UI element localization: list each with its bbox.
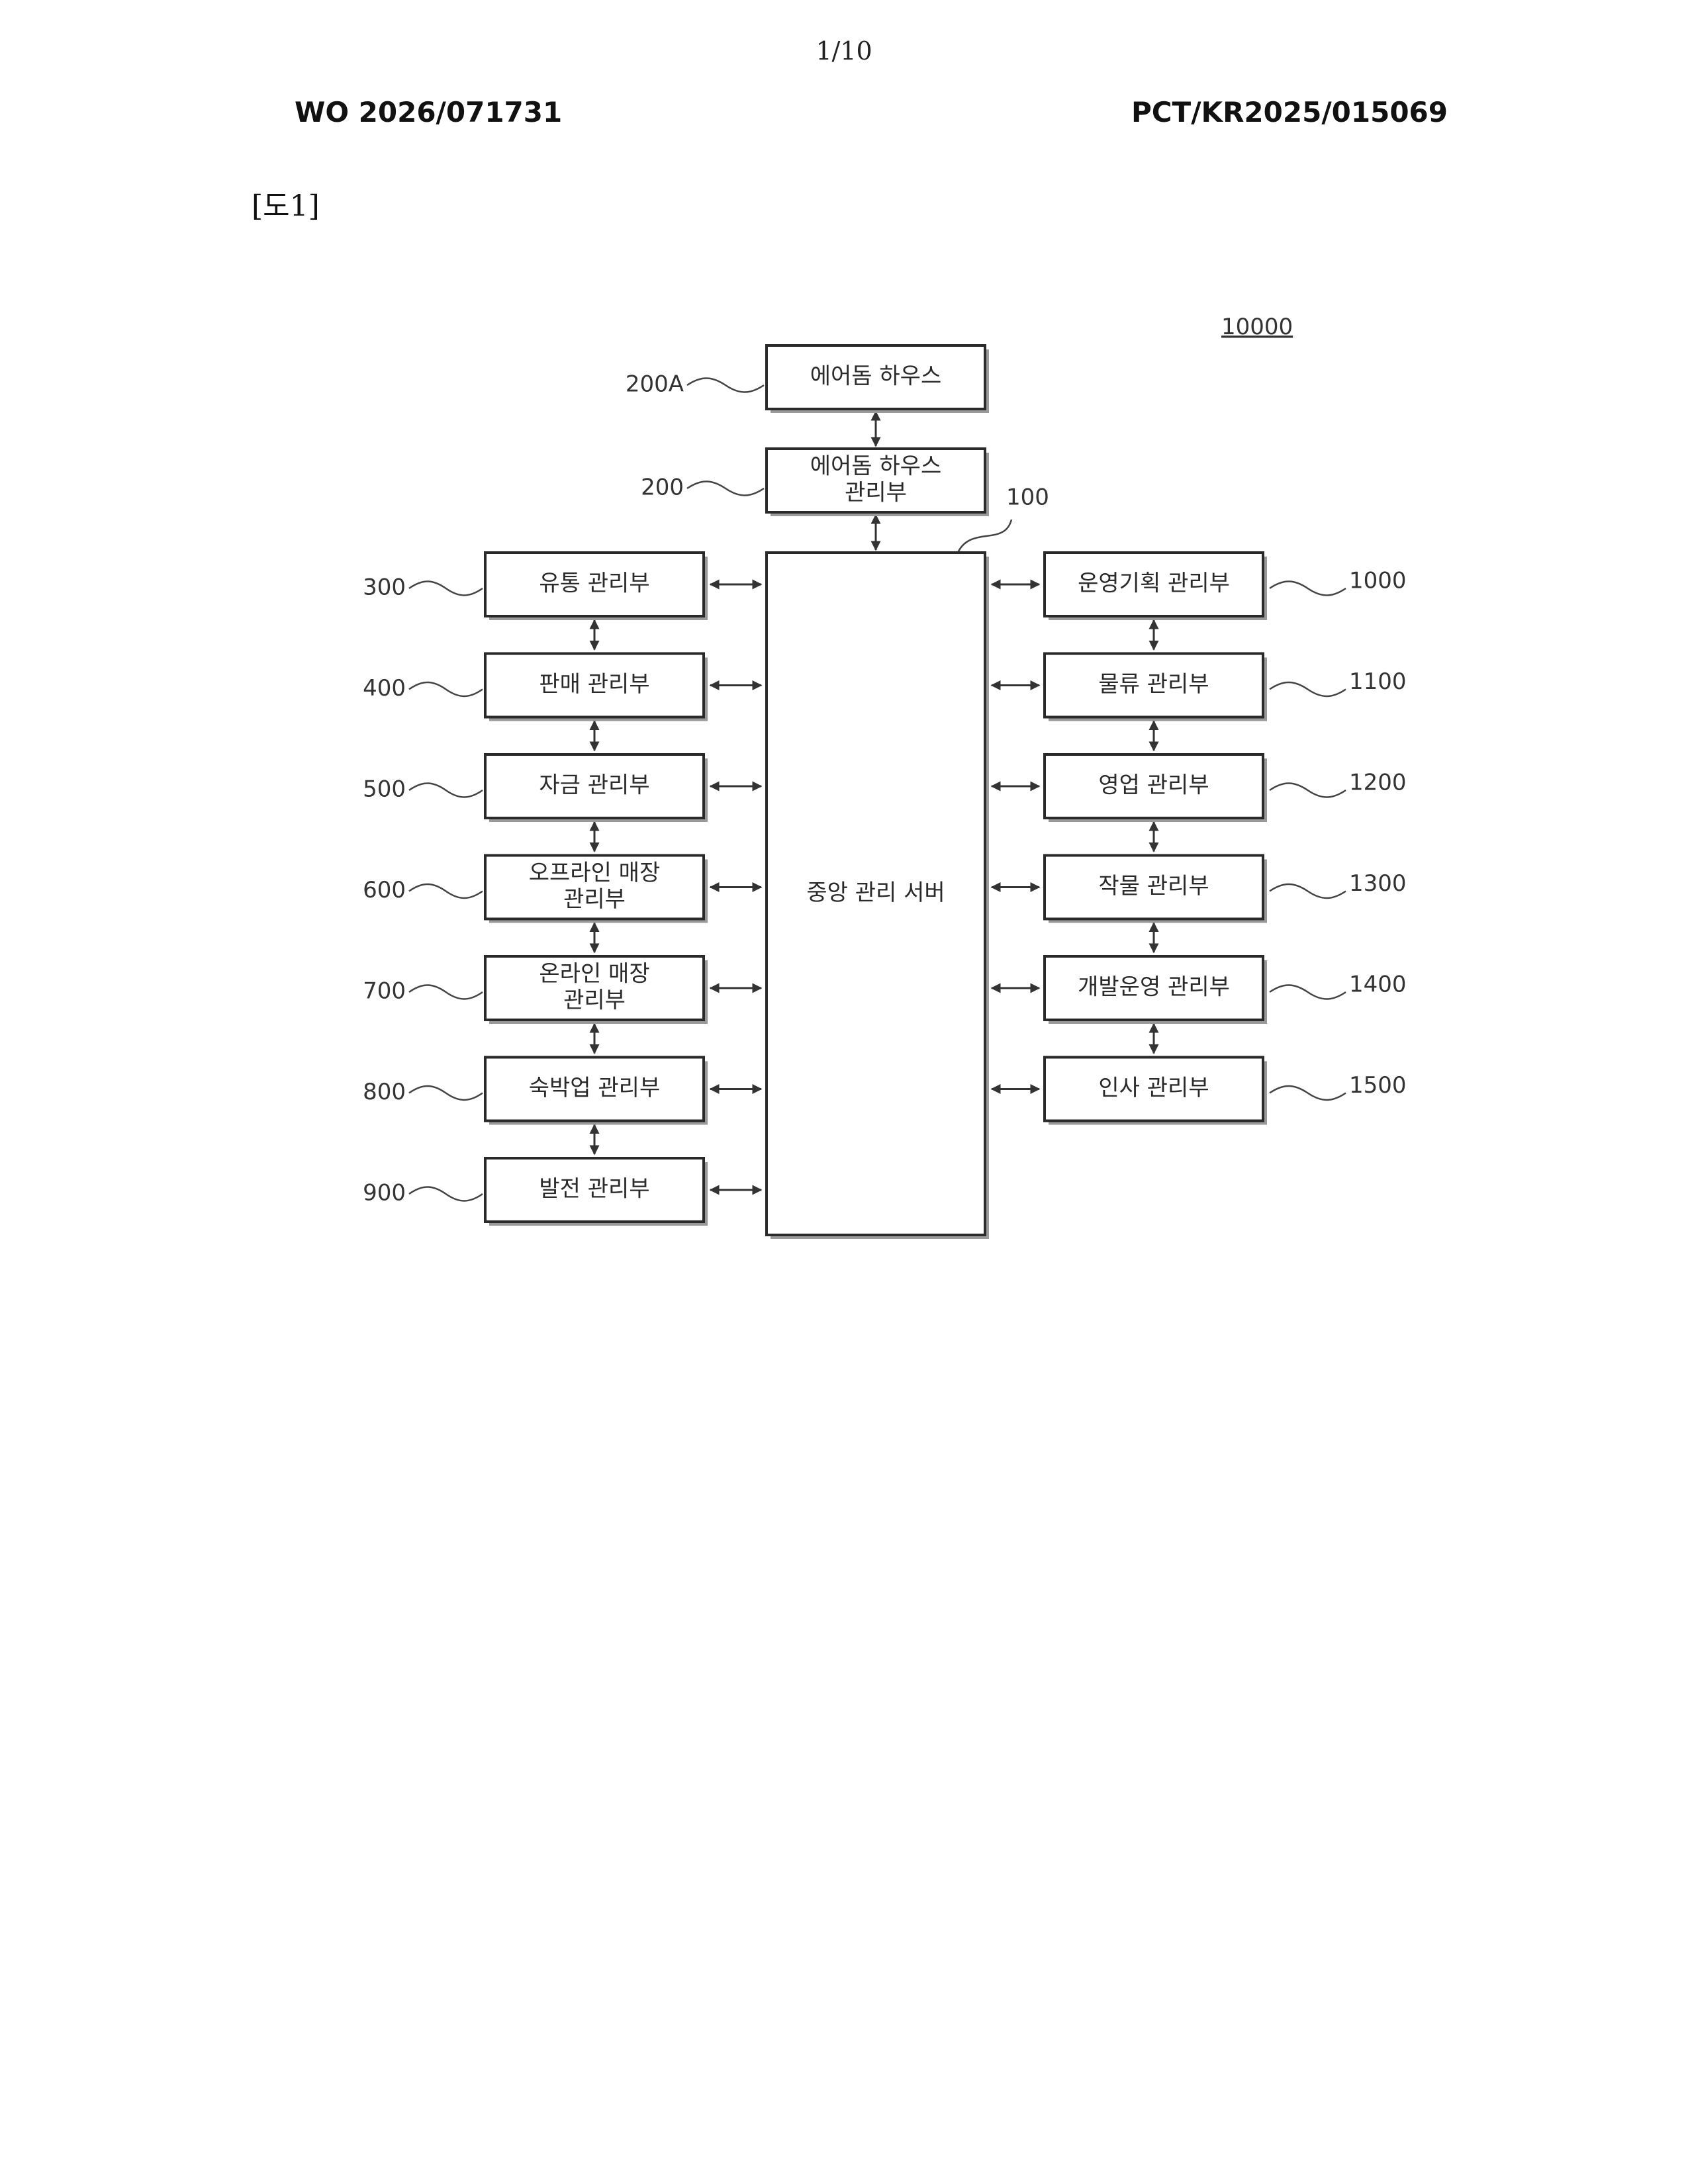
diagram-nodes: 에어돔 하우스에어돔 하우스관리부중앙 관리 서버유통 관리부판매 관리부자금 …: [485, 345, 1267, 1239]
reference-number: 500: [363, 776, 406, 803]
reference-number: 1300: [1349, 870, 1407, 897]
box-label: 발전 관리부: [539, 1176, 649, 1203]
reference-number: 700: [363, 978, 406, 1005]
box-central-server: 중앙 관리 서버: [767, 553, 989, 1239]
box-label: 에어돔 하우스: [810, 363, 942, 390]
box-label: 판매 관리부: [539, 671, 649, 698]
leader-line: [1270, 784, 1346, 797]
box-label: 관리부: [563, 886, 626, 913]
leader-line: [409, 784, 483, 797]
reference-number: 200A: [626, 371, 684, 398]
box-label: 물류 관리부: [1098, 671, 1209, 698]
reference-number: 100: [1006, 484, 1049, 511]
box-lodging-manager: 숙박업 관리부: [485, 1058, 708, 1125]
leader-line: [1270, 884, 1346, 898]
box-label: 운영기획 관리부: [1078, 570, 1230, 597]
leader-line: [1270, 582, 1346, 596]
box-dev-operation-manager: 개발운영 관리부: [1045, 956, 1267, 1024]
reference-number: 300: [363, 574, 406, 601]
box-airdome-house: 에어돔 하우스: [767, 345, 989, 413]
reference-number: 1400: [1349, 972, 1407, 998]
box-logistics-manager: 물류 관리부: [1045, 654, 1267, 721]
box-label: 에어돔 하우스: [810, 453, 942, 480]
leader-line: [409, 682, 483, 696]
leader-line: [959, 520, 1011, 551]
reference-number: 1000: [1349, 568, 1407, 594]
box-funds-manager: 자금 관리부: [485, 754, 708, 822]
box-crop-manager: 작물 관리부: [1045, 856, 1267, 923]
box-airdome-house-manager: 에어돔 하우스관리부: [767, 449, 989, 516]
system-reference-number: 10000: [1221, 314, 1293, 340]
reference-number: 800: [363, 1079, 406, 1105]
box-label: 자금 관리부: [539, 772, 649, 799]
box-label: 영업 관리부: [1098, 772, 1209, 799]
box-label: 인사 관리부: [1098, 1075, 1209, 1101]
reference-number: 400: [363, 675, 406, 702]
leader-line: [687, 482, 764, 496]
box-label: 중앙 관리 서버: [806, 880, 945, 906]
leader-line: [409, 582, 483, 596]
leader-line: [1270, 985, 1346, 999]
box-label: 숙박업 관리부: [529, 1075, 661, 1101]
box-power-manager: 발전 관리부: [485, 1158, 708, 1226]
leader-line: [1270, 682, 1346, 696]
leader-line: [1270, 1086, 1346, 1100]
reference-number: 1200: [1349, 770, 1407, 796]
box-sales-manager: 판매 관리부: [485, 654, 708, 721]
box-operation-planning-manager: 운영기획 관리부: [1045, 553, 1267, 620]
box-label: 오프라인 매장: [529, 860, 661, 886]
leader-line: [409, 884, 483, 898]
reference-number: 1100: [1349, 668, 1407, 695]
leader-line: [409, 1086, 483, 1100]
box-label: 관리부: [845, 480, 907, 506]
reference-number: 900: [363, 1180, 406, 1206]
box-label: 유통 관리부: [539, 570, 649, 597]
leader-line: [409, 1187, 483, 1201]
reference-number: 1500: [1349, 1072, 1407, 1099]
box-label: 관리부: [563, 987, 626, 1014]
box-label: 작물 관리부: [1098, 873, 1209, 899]
box-business-manager: 영업 관리부: [1045, 754, 1267, 822]
box-online-store-manager: 온라인 매장관리부: [485, 956, 708, 1024]
box-hr-manager: 인사 관리부: [1045, 1058, 1267, 1125]
box-distribution-manager: 유통 관리부: [485, 553, 708, 620]
reference-number: 600: [363, 877, 406, 903]
leader-line: [687, 379, 764, 392]
box-offline-store-manager: 오프라인 매장관리부: [485, 856, 708, 923]
box-label: 개발운영 관리부: [1078, 974, 1230, 1001]
leader-line: [409, 985, 483, 999]
box-label: 온라인 매장: [539, 961, 649, 987]
reference-number: 200: [641, 475, 684, 501]
